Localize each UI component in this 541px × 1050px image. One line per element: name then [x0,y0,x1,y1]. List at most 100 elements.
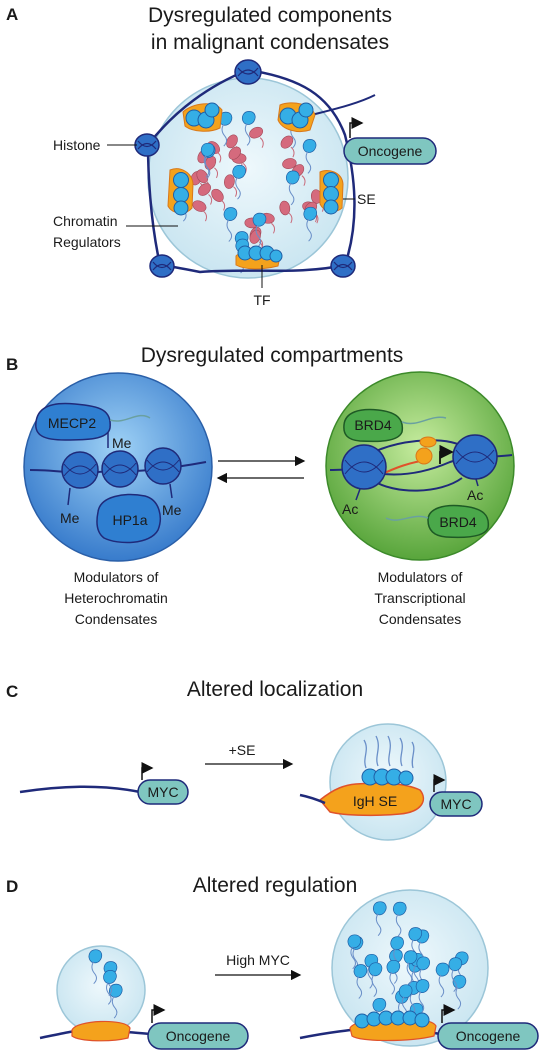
tf-tail [395,913,402,937]
polymerase-top [419,436,437,448]
tf-label: TF [253,292,270,308]
panel-c-title: Altered localization [187,678,363,701]
super-enhancer-top-left [182,102,223,132]
chromatin-regulator-icon [282,158,297,170]
tf-tail [305,151,312,174]
mecp2-tail [109,414,151,422]
nucleosome-icon [101,450,139,488]
panel-a-title-line-1: Dysregulated components [148,4,392,27]
promoter-arrow-icon [141,762,154,780]
panel-letter-a: A [6,5,18,24]
tf-tail [255,224,262,248]
tf-tail [221,123,228,147]
regulator-tail [233,186,238,197]
me-label-right: Me [162,502,182,518]
regulator-tail [203,210,208,222]
oncogene-label-left: Oncogene [166,1028,231,1044]
tf-tail [288,182,295,206]
chromatin-regulator-icon [198,183,211,196]
brd4-bottom-label: BRD4 [439,514,477,530]
polymerase [415,447,433,465]
myc-gene-left [137,779,189,805]
histone-icon [149,254,175,278]
add-se-label: +SE [229,742,256,758]
tf-droplet-icon [200,142,215,157]
nucleosome-icon [452,434,498,480]
regulator-tail [288,212,293,224]
nucleosome-icon [341,444,387,490]
tf-tail [438,974,445,998]
tf-tail [375,913,382,937]
histone-icon [330,254,356,278]
promoter-arrow-icon [441,1004,456,1023]
se-label: SE [357,191,376,207]
tf-droplet-icon [88,949,103,964]
caption-right-line-1: Modulators of [378,569,463,585]
chromatin-label-line-2: Regulators [53,234,121,250]
caption-left-line-3: Condensates [75,611,158,627]
tf-droplet-icon [390,936,404,951]
tf-tail [111,995,118,1019]
tf-tail [306,218,312,242]
regulator-tail [271,222,276,234]
tf-droplet-icon [353,964,368,978]
tf-droplet-icon [223,207,238,221]
regulator-tail [208,194,213,205]
chromatin-regulator-icon [279,200,291,216]
tf-droplet-icon [302,139,317,153]
regulator-tail [221,200,226,211]
nucleosome-icon [61,451,99,489]
super-enhancer-top-right [277,102,316,133]
chromatin-regulator-icon [228,146,242,160]
tf-droplet-icon [448,957,463,972]
regulator-tail [214,167,219,179]
nucleosome-icon [144,447,182,485]
methyl-mark-right [169,483,173,499]
me-label-left: Me [60,510,80,526]
oncogene-gene-right [437,1022,539,1050]
super-enhancer-right [319,170,344,215]
chromatin-label-line-1: Chromatin [53,213,118,229]
mecp2-protein [35,402,111,441]
tf-droplet-icon [232,164,246,179]
promoter-arrow-icon [349,117,364,138]
super-enhancer-left [167,168,194,216]
myc-gene-right [429,791,483,817]
ac-label-right: Ac [467,487,483,503]
panel-a: A Dysregulated components in malignant c… [6,4,437,308]
tf-tail [350,946,356,970]
igh-se-enhancer [318,782,425,817]
tf-droplet-icon [303,206,318,221]
chromatin-regulator-icon [280,135,294,149]
myc-label-left: MYC [147,784,178,800]
hp1a-protein [96,493,161,544]
me-label-top: Me [112,435,132,451]
chromatin-regulator-icon [196,169,209,184]
tf-droplet-icon [408,927,423,941]
methyl-mark-left [67,487,71,506]
tf-tail [371,974,378,998]
tf-droplet-icon [286,170,300,185]
tf-tail [106,982,112,1005]
tf-droplet-icon [403,950,418,965]
tf-droplet-icon [372,997,387,1012]
tf-droplet-icon [398,984,413,999]
tf-droplet-icon [373,901,387,916]
panel-d-title: Altered regulation [193,874,358,897]
panel-letter-c: C [6,682,18,701]
tf-tail [455,986,462,1010]
tf-cluster [354,1010,430,1029]
promoter-arrow-icon [433,774,446,792]
tf-tail [418,991,425,1014]
tf-droplet-icon [347,934,362,949]
caption-left-line-1: Modulators of [74,569,159,585]
panel-letter-b: B [6,355,18,374]
regulator-tail [259,137,264,148]
brd4-top-protein [343,408,404,443]
small-condensate-contents [88,949,123,1019]
tf-droplet-icon [368,962,383,977]
tf-tail [451,969,457,992]
oncogene-gene-left [147,1022,249,1050]
caption-right-line-3: Condensates [379,611,462,627]
